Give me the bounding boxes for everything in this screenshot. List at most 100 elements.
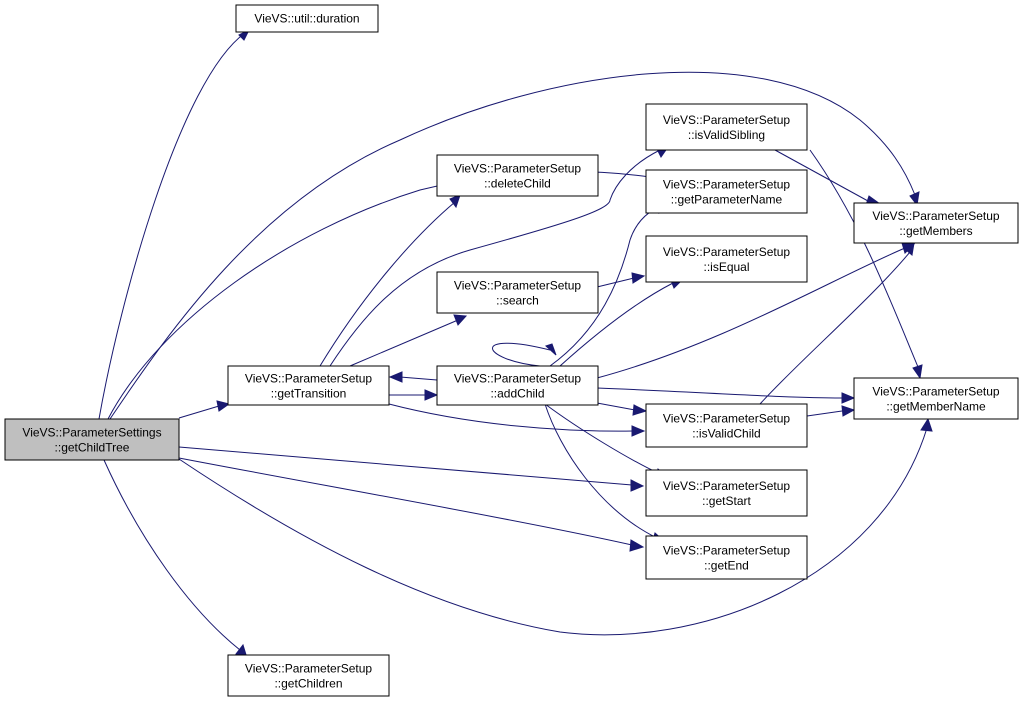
edge-search-to-isEqual	[596, 272, 646, 288]
edge-line	[98, 32, 246, 420]
arrowhead-icon	[388, 371, 403, 383]
arrowhead-icon	[629, 539, 645, 552]
node-getMemberName[interactable]: VieVS::ParameterSetup::getMemberName	[853, 377, 1019, 420]
edge-root-to-getTransition	[178, 400, 231, 419]
edge-getTransition-to-isValidChild	[388, 403, 646, 437]
edge-line	[759, 251, 911, 405]
edge-line	[596, 277, 635, 288]
node-label-class: VieVS::ParameterSetup	[663, 544, 791, 558]
node-deleteChild[interactable]: VieVS::ParameterSetup::deleteChild	[436, 154, 599, 197]
node-label-method: ::isValidChild	[692, 427, 760, 441]
edge-line	[806, 410, 843, 417]
edge-addChild-to-getTransition	[388, 371, 438, 383]
node-box	[645, 103, 808, 151]
edge-line	[103, 459, 241, 651]
call-edges	[98, 28, 933, 659]
edge-root-to-getMembers	[109, 71, 920, 420]
node-getMembers[interactable]: VieVS::ParameterSetup::getMembers	[853, 202, 1019, 244]
arrowhead-icon	[841, 405, 856, 417]
node-box	[436, 154, 599, 197]
node-box	[853, 202, 1019, 244]
node-label-class: VieVS::ParameterSetup	[872, 385, 1000, 399]
node-label-class: VieVS::ParameterSetup	[454, 162, 582, 176]
edge-line	[492, 342, 551, 367]
node-isValidSibling[interactable]: VieVS::ParameterSetup::isValidSibling	[645, 103, 808, 151]
node-getTransition[interactable]: VieVS::ParameterSetup::getTransition	[227, 365, 390, 406]
edge-line	[596, 402, 636, 411]
node-box	[227, 365, 390, 406]
edge-line	[559, 282, 674, 367]
node-box	[436, 365, 599, 406]
edge-addChild-to-isValidChild	[596, 402, 648, 416]
edge-line	[109, 71, 916, 420]
arrowhead-icon	[631, 425, 646, 437]
arrowhead-icon	[904, 241, 915, 256]
node-label-method: ::isEqual	[703, 260, 749, 274]
arrowhead-icon	[632, 404, 648, 416]
edge-root-to-duration	[98, 28, 251, 420]
edge-line	[544, 403, 661, 475]
node-label-class: VieVS::ParameterSetup	[872, 209, 1000, 223]
node-box	[645, 535, 808, 580]
edge-line	[399, 376, 438, 381]
node-label-method: ::addChild	[490, 387, 544, 401]
node-root[interactable]: VieVS::ParameterSettings::getChildTree	[4, 418, 180, 461]
arrowhead-icon	[920, 417, 933, 432]
node-box	[4, 418, 180, 461]
edge-getTransition-to-deleteChild	[319, 194, 461, 367]
node-search[interactable]: VieVS::ParameterSetup::search	[436, 271, 599, 314]
node-box	[853, 377, 1019, 420]
arrowhead-icon	[912, 364, 923, 380]
node-label-class: VieVS::ParameterSetup	[245, 662, 373, 676]
node-label-method: ::getParameterName	[671, 193, 783, 207]
node-duration[interactable]: VieVS::util::duration	[235, 4, 379, 33]
arrowhead-icon	[631, 272, 646, 284]
node-label-method: ::getEnd	[704, 559, 749, 573]
arrowhead-icon	[841, 392, 856, 404]
node-getEnd[interactable]: VieVS::ParameterSetup::getEnd	[645, 535, 808, 580]
call-nodes: VieVS::ParameterSettings::getChildTreeVi…	[4, 4, 1019, 697]
edge-line	[178, 427, 928, 636]
node-box	[645, 469, 808, 517]
node-label-method: ::getChildren	[274, 677, 342, 691]
node-label-class: VieVS::ParameterSetup	[663, 113, 791, 127]
node-label-method: ::getMemberName	[886, 400, 986, 414]
edge-line	[349, 319, 459, 367]
edge-line	[178, 405, 220, 419]
node-addChild[interactable]: VieVS::ParameterSetup::addChild	[436, 365, 599, 406]
node-getChildren[interactable]: VieVS::ParameterSetup::getChildren	[227, 654, 390, 697]
arrowhead-icon	[216, 400, 231, 412]
node-label-class: VieVS::ParameterSetup	[454, 372, 582, 386]
node-getParameterName[interactable]: VieVS::ParameterSetup::getParameterName	[645, 169, 808, 214]
arrowhead-icon	[424, 389, 439, 401]
arrowhead-icon	[453, 314, 468, 326]
edge-line	[596, 387, 843, 399]
node-getStart[interactable]: VieVS::ParameterSetup::getStart	[645, 469, 808, 517]
edge-root-to-getEnd	[178, 457, 645, 552]
node-box	[645, 169, 808, 214]
node-box	[645, 235, 808, 283]
edge-addChild-to-getMemberName	[596, 387, 856, 404]
edge-getTransition-to-addChild	[389, 389, 439, 401]
edge-root-to-getMemberName	[178, 417, 933, 636]
node-label: VieVS::util::duration	[254, 12, 359, 26]
arrowhead-icon	[909, 191, 920, 207]
node-label-method: ::getTransition	[271, 387, 347, 401]
edge-isValidChild-to-getMemberName	[806, 405, 856, 417]
edge-isValidChild-to-getMembers	[759, 241, 915, 405]
node-label-class: VieVS::ParameterSetup	[663, 178, 791, 192]
node-label-method: ::getChildTree	[55, 441, 130, 455]
node-box	[436, 271, 599, 314]
node-label-class: VieVS::ParameterSetup	[663, 245, 791, 259]
node-label-class: VieVS::ParameterSetup	[663, 479, 791, 493]
node-label-method: ::getMembers	[899, 224, 972, 238]
node-box	[227, 654, 390, 697]
edge-root-to-getStart	[178, 446, 645, 492]
node-isEqual[interactable]: VieVS::ParameterSetup::isEqual	[645, 235, 808, 283]
edge-isValidSibling-to-getMemberName	[809, 149, 923, 380]
node-box	[235, 4, 379, 33]
node-label-method: ::deleteChild	[484, 177, 551, 191]
node-label-class: VieVS::ParameterSetup	[454, 279, 582, 293]
node-isValidChild[interactable]: VieVS::ParameterSetup::isValidChild	[645, 403, 808, 448]
